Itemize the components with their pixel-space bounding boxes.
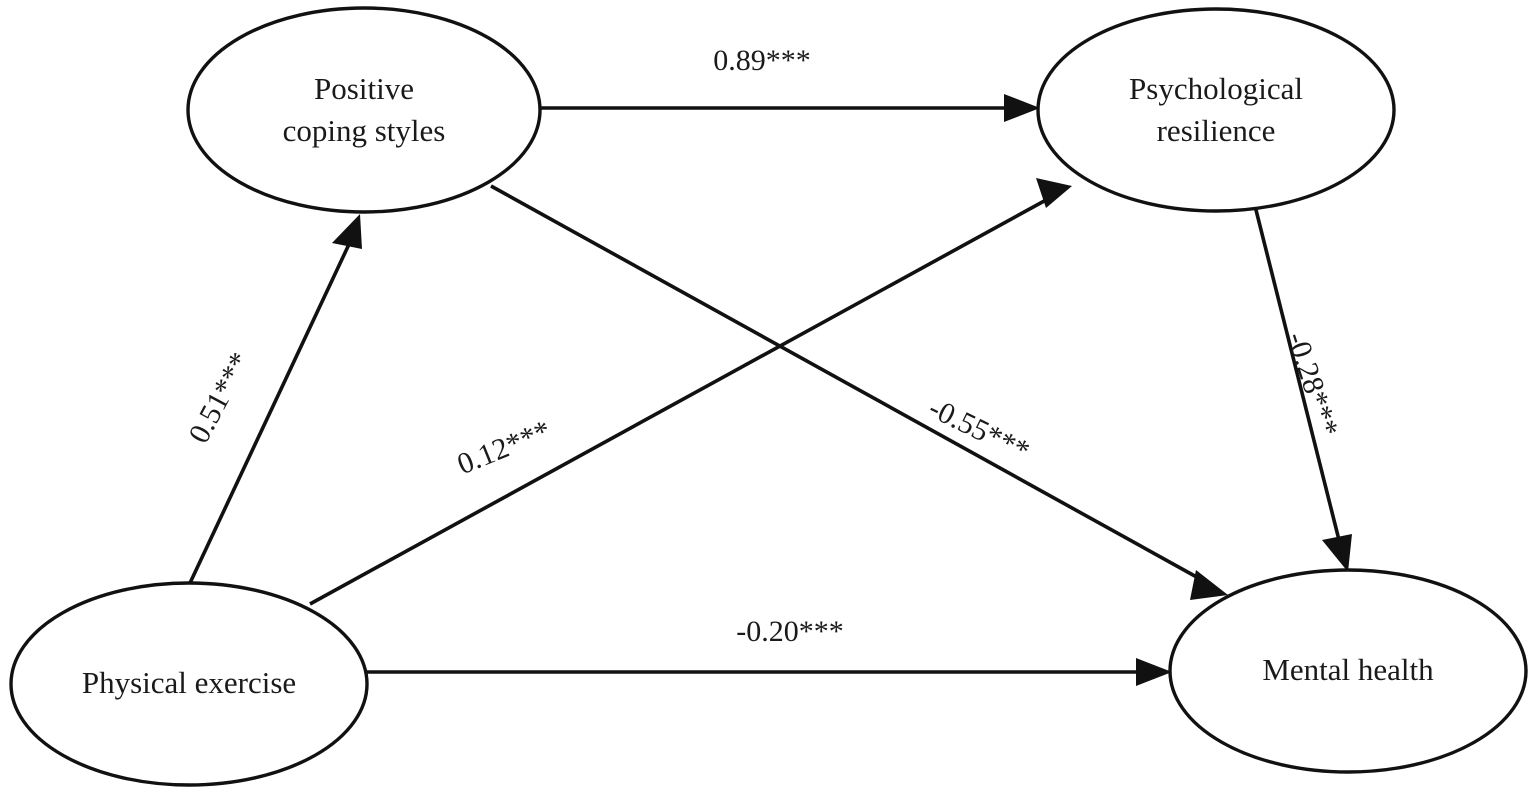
arrowhead-icon [1322,534,1352,572]
node-shape [186,6,542,214]
edge-label-exercise-to-resilience: 0.12*** [453,414,556,481]
edge-exercise-to-coping [188,214,362,584]
node-shape [1168,568,1528,774]
node-label-line1: Psychological [1129,71,1303,106]
edge-exercise-to-mental-health [367,658,1172,686]
edge-label-exercise-to-coping: 0.51*** [182,347,257,449]
edge-line [1251,197,1342,545]
node-label-line1: Positive [314,71,414,106]
node-label-line2: resilience [1157,113,1276,148]
node-mental-health[interactable]: Mental health [1168,568,1528,774]
arrowhead-icon [1136,658,1172,686]
node-label-line1: Physical exercise [82,665,296,700]
node-positive-coping-styles[interactable]: Positive coping styles [186,6,542,214]
edge-label-resilience-to-mental-health: -0.28*** [1280,328,1345,440]
node-label-line2: coping styles [283,113,446,148]
node-psychological-resilience[interactable]: Psychological resilience [1036,7,1396,213]
node-physical-exercise[interactable]: Physical exercise [9,581,369,787]
arrowhead-icon [332,214,362,249]
edge-label-coping-to-resilience: 0.89*** [713,44,811,77]
arrowhead-icon [1036,178,1072,208]
edge-label-exercise-to-mental-health: -0.20*** [736,615,844,648]
edge-coping-to-mental-health [490,184,1228,600]
edge-line [309,198,1047,606]
node-shape [1036,7,1396,213]
edge-line [490,184,1203,582]
arrowhead-icon [1190,570,1228,600]
edge-resilience-to-mental-health [1251,197,1352,572]
edge-coping-to-resilience [540,94,1040,122]
arrowhead-icon [1004,94,1040,122]
node-shape [9,581,369,787]
node-label-line1: Mental health [1262,652,1434,687]
edge-exercise-to-resilience [309,178,1072,606]
edge-line [188,239,353,584]
